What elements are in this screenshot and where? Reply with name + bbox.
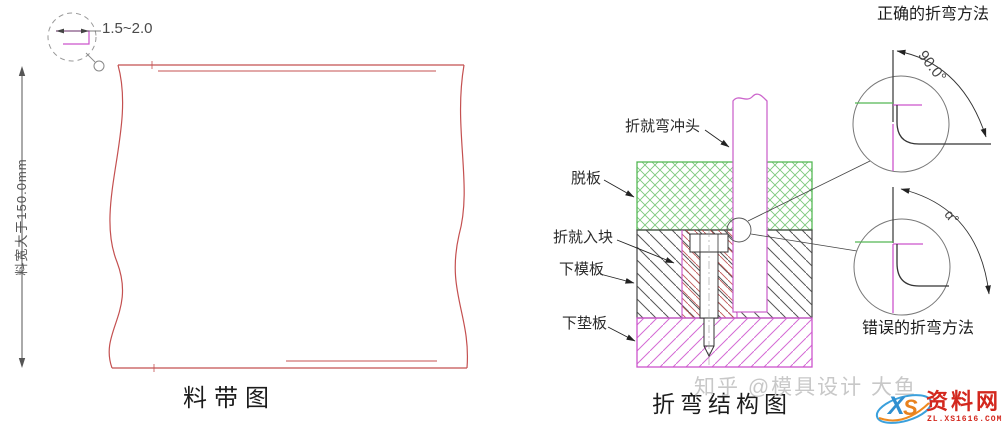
punch-label: 折就弯冲头 — [625, 118, 701, 135]
backing-label: 下垫板 — [562, 315, 608, 332]
logo-site-name: 资料网 — [926, 389, 1002, 414]
strip-right-break-edge — [454, 64, 469, 369]
strip-drawing — [108, 61, 469, 372]
angle-arc-90 — [896, 49, 987, 138]
correct-detail-circle — [852, 75, 950, 173]
insert-leader — [616, 239, 675, 264]
logo-ellipse — [875, 394, 933, 424]
stripper-plate — [636, 161, 813, 231]
strip-width-dimension — [18, 66, 26, 368]
correct-method-title: 正确的折弯方法 — [877, 6, 990, 23]
leader-balloon — [93, 60, 105, 72]
bending-punch — [732, 93, 768, 313]
bent-flange-90 — [896, 105, 991, 145]
angle-arc-alpha — [900, 188, 991, 295]
logo-letter-s: S — [903, 395, 918, 420]
callout-leader-to-wrong — [750, 233, 858, 252]
bolt-tip-point — [703, 345, 715, 358]
wrong-detail-circle — [853, 218, 951, 316]
section-caption: 折弯结构图 — [652, 392, 792, 417]
stripper-leader — [603, 179, 635, 198]
dimension-arrow-down — [18, 358, 26, 368]
logo-orange-swash — [878, 402, 930, 422]
punch-leader — [704, 129, 730, 148]
detail-bubble-circle — [47, 12, 97, 62]
stripper-label: 脱板 — [571, 170, 602, 187]
thickness-detail — [47, 12, 105, 72]
lower-die-leader — [599, 273, 635, 284]
strip-width-dimension-text: 料宽大于150.0mm — [13, 158, 29, 276]
logo-letter-x: X — [888, 392, 905, 420]
wrong-method-title: 错误的折弯方法 — [862, 320, 975, 337]
callout-leader-to-correct — [747, 160, 871, 222]
thickness-dimension-text: 1.5~2.0 — [102, 20, 153, 37]
correct-detail — [852, 49, 991, 173]
insert-label: 折就入块 — [553, 229, 614, 246]
watermark-text: 知乎 @模具设计 大鱼 — [694, 376, 917, 399]
dimension-arrow-up — [18, 66, 26, 76]
logo-site-url: ZL.XS1616.COM — [927, 415, 1003, 424]
wrong-detail — [853, 187, 991, 316]
bent-flange-springback — [896, 244, 949, 287]
thickness-arrow-left — [56, 28, 64, 34]
tip-callout-circle — [726, 217, 752, 243]
logo-swoosh-icon — [875, 394, 933, 424]
strip-caption: 料带图 — [183, 386, 276, 412]
lower-die-label: 下模板 — [559, 261, 605, 278]
leader-line — [85, 52, 96, 63]
strip-bottom-tick — [150, 364, 158, 372]
section-view — [636, 93, 871, 368]
thickness-arrow-right — [81, 28, 89, 34]
strip-top-tick — [148, 61, 156, 69]
section-label-leaders — [599, 129, 730, 342]
strip-left-break-edge — [108, 64, 124, 369]
strip-edge-section — [56, 30, 90, 45]
backing-leader — [607, 326, 636, 342]
backing-plate — [636, 317, 813, 368]
bolt-head-socket-lines — [699, 234, 719, 252]
